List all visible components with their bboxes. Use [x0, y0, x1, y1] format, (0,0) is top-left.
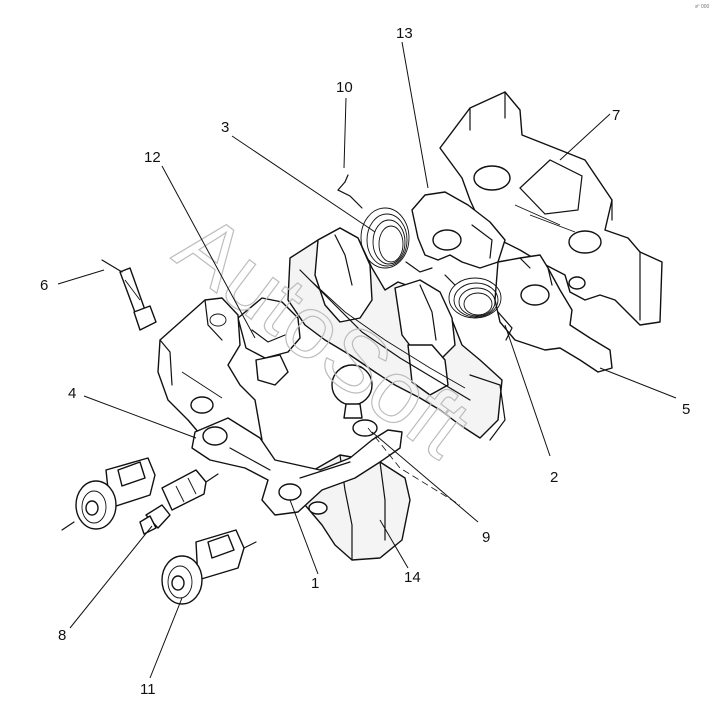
lever-arm-part — [191, 417, 403, 516]
callout-4: 4 — [68, 385, 76, 402]
leader-14 — [379, 519, 409, 569]
callout-7: 7 — [612, 107, 620, 124]
callout-1: 1 — [311, 575, 319, 592]
leader-5 — [599, 367, 677, 399]
leader-8 — [69, 525, 153, 629]
callout-6: 6 — [40, 277, 48, 294]
bumper-c-part — [161, 529, 257, 605]
callout-8: 8 — [58, 627, 66, 644]
mount-bracket-part — [237, 297, 301, 386]
torsion-spring-a-part — [360, 207, 433, 273]
callout-labels: 13 10 3 7 12 6 4 5 2 9 14 1 8 11 — [40, 25, 690, 698]
corner-mark: sᴾ 000 — [695, 4, 710, 10]
callout-12: 12 — [144, 149, 161, 166]
callout-5: 5 — [682, 401, 690, 418]
leader-11 — [149, 597, 183, 679]
callout-10: 10 — [336, 79, 353, 96]
leader-4 — [83, 395, 197, 439]
spring-wire-part — [337, 174, 363, 209]
pawl-plate-part — [411, 191, 506, 269]
callout-9: 9 — [482, 529, 490, 546]
leader-6 — [57, 269, 105, 285]
ball-stud-part — [331, 364, 461, 506]
leader-13 — [401, 41, 429, 189]
latch-plate-part — [157, 297, 263, 456]
leader-3 — [231, 135, 376, 233]
ratchet-bracket-part — [439, 91, 663, 326]
pin-part — [101, 259, 157, 331]
leader-1 — [289, 499, 319, 575]
leader-7 — [559, 113, 611, 161]
leader-2 — [504, 324, 551, 457]
leader-lines — [57, 41, 677, 679]
leader-10 — [343, 97, 347, 169]
torsion-spring-b-part — [444, 274, 513, 341]
bumper-b-part — [139, 469, 219, 535]
callout-3: 3 — [221, 119, 229, 136]
callout-11: 11 — [140, 681, 156, 698]
leader-9 — [371, 431, 479, 523]
latch-housing-part — [287, 227, 506, 441]
bumper-a-part — [61, 457, 156, 531]
leader-12 — [161, 165, 256, 339]
release-lever-part — [494, 254, 613, 373]
callout-14: 14 — [404, 569, 421, 586]
callout-13: 13 — [396, 25, 413, 42]
callout-2: 2 — [550, 469, 558, 486]
